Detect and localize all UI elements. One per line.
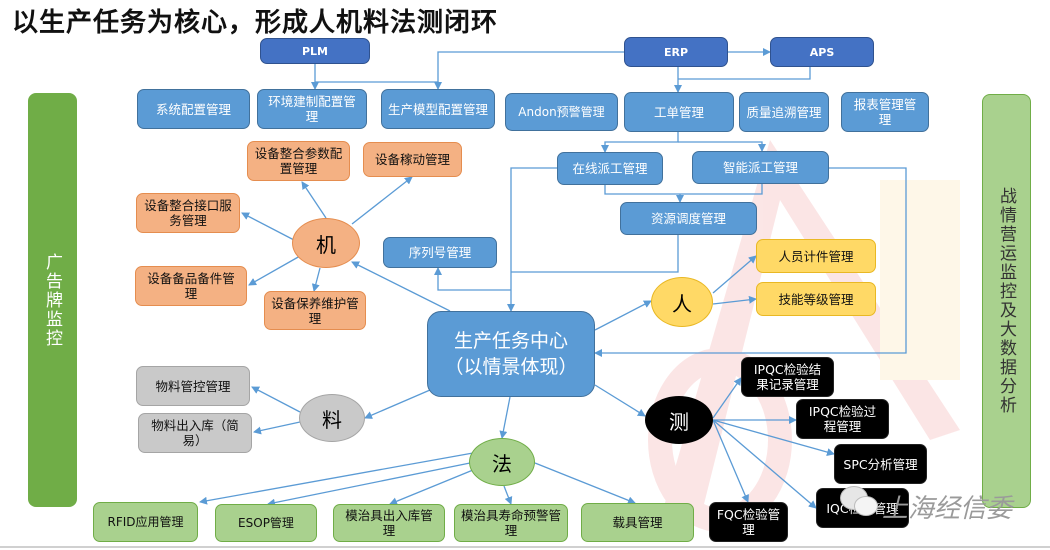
connector-resource-to-center <box>511 235 679 273</box>
module-smart-dispatch[interactable]: 智能派工管理 <box>692 151 829 184</box>
connector-measure-to-fqc <box>712 419 749 503</box>
hub-material[interactable]: 料 <box>299 394 365 442</box>
connector-measure-to-spc <box>712 419 835 456</box>
watermark-text: 上海经信委 <box>882 494 1013 524</box>
connector-method-to-esop <box>267 462 471 507</box>
method-item-mold-life-alert[interactable]: 模治具寿命预警管理 <box>454 504 568 542</box>
connector-method-to-mold-inout <box>389 469 474 506</box>
connector-dispatch-merge <box>604 184 763 195</box>
connector-plm-to-prodmodel <box>315 81 442 90</box>
connector-method-to-carrier <box>534 462 636 505</box>
hub-measure[interactable]: 测 <box>645 396 713 444</box>
connector-material-to-inout <box>253 421 301 435</box>
connector-center-to-method <box>499 396 511 439</box>
system-aps[interactable]: APS <box>770 37 874 67</box>
machine-item-utilization[interactable]: 设备稼动管理 <box>363 142 462 177</box>
wechat-icon <box>840 486 886 522</box>
connector-erp-to-prodmodel <box>437 51 624 82</box>
measure-item-ipqc-process[interactable]: IPQC检验过程管理 <box>796 399 889 439</box>
connector-material-to-control <box>251 386 301 413</box>
hub-person[interactable]: 人 <box>651 277 713 327</box>
connector-person-to-skill <box>712 295 757 305</box>
machine-item-spare-parts[interactable]: 设备备品备件管理 <box>135 266 247 306</box>
connector-machine-to-spare <box>248 255 301 286</box>
connector-center-to-material <box>364 389 431 419</box>
module-report[interactable]: 报表管理管理 <box>841 92 929 132</box>
module-online-dispatch[interactable]: 在线派工管理 <box>557 152 663 185</box>
module-resource-scheduling[interactable]: 资源调度管理 <box>620 202 757 235</box>
connector-method-to-rfid <box>199 452 474 505</box>
connector-machine-to-param <box>301 181 327 219</box>
person-item-skill-level[interactable]: 技能等级管理 <box>756 282 876 316</box>
hub-method[interactable]: 法 <box>469 438 535 486</box>
method-item-rfid[interactable]: RFID应用管理 <box>93 502 198 542</box>
sidebar-billboard-monitoring: 广告牌监控 <box>28 93 77 507</box>
connector-person-to-piecework <box>712 255 757 294</box>
module-environment-config[interactable]: 环境建制配置管理 <box>257 89 367 129</box>
material-item-control[interactable]: 物料管控管理 <box>136 366 250 406</box>
connector-machine-to-maint <box>311 267 321 292</box>
material-item-inout[interactable]: 物料出入库（简易） <box>138 413 252 453</box>
connector-measure-to-iqc <box>712 419 817 509</box>
module-production-model-config[interactable]: 生产模型配置管理 <box>381 89 495 129</box>
sidebar-war-room-analytics: 战情营运监控及大数据分析 <box>982 94 1031 508</box>
connector-measure-to-ipqc-result <box>712 377 742 419</box>
hub-machine[interactable]: 机 <box>292 218 360 268</box>
method-item-carrier[interactable]: 载具管理 <box>581 503 694 542</box>
module-quality-trace[interactable]: 质量追溯管理 <box>739 92 829 132</box>
system-plm[interactable]: PLM <box>260 38 370 64</box>
production-task-center[interactable]: 生产任务中心 （以情景体现） <box>427 311 595 397</box>
connector-center-to-person <box>594 300 652 331</box>
connector-center-to-serial <box>434 267 511 291</box>
connector-online-to-center <box>507 167 557 312</box>
module-andon-alert[interactable]: Andon预警管理 <box>505 93 618 131</box>
measure-item-ipqc-result[interactable]: IPQC检验结果记录管理 <box>741 357 834 397</box>
measure-item-fqc[interactable]: FQC检验管理 <box>709 502 788 542</box>
connector-method-to-mold-life <box>503 485 513 505</box>
connector-center-to-machine <box>351 261 451 312</box>
person-item-piecework[interactable]: 人员计件管理 <box>756 239 876 273</box>
measure-item-spc[interactable]: SPC分析管理 <box>834 444 927 484</box>
machine-item-maintenance[interactable]: 设备保养维护管理 <box>264 291 366 330</box>
sidebar-right-label: 战情营运监控及大数据分析 <box>996 187 1016 415</box>
connector-machine-to-util <box>351 176 413 225</box>
machine-item-param-config[interactable]: 设备整合参数配置管理 <box>247 141 350 181</box>
method-item-mold-inout[interactable]: 模治具出入库管理 <box>333 504 445 542</box>
connector-smart-to-center <box>594 167 907 357</box>
method-item-esop[interactable]: ESOP管理 <box>215 504 317 542</box>
connector-wo-to-smart <box>678 141 766 152</box>
module-serial-number[interactable]: 序列号管理 <box>383 237 497 268</box>
connector-aps-to-workorder <box>678 67 811 80</box>
module-system-config[interactable]: 系统配置管理 <box>137 89 250 129</box>
system-erp[interactable]: ERP <box>624 37 728 67</box>
sidebar-left-label: 广告牌监控 <box>42 252 62 348</box>
bottom-divider <box>0 546 1050 548</box>
connector-machine-to-interface <box>241 212 295 241</box>
connector-wo-to-online <box>601 132 679 153</box>
machine-item-interface-service[interactable]: 设备整合接口服务管理 <box>136 193 240 233</box>
page-title: 以生产任务为核心，形成人机料法测闭环 <box>12 8 499 38</box>
module-work-order[interactable]: 工单管理 <box>624 92 734 132</box>
connector-center-to-measure <box>594 384 646 417</box>
connectors <box>199 48 907 509</box>
